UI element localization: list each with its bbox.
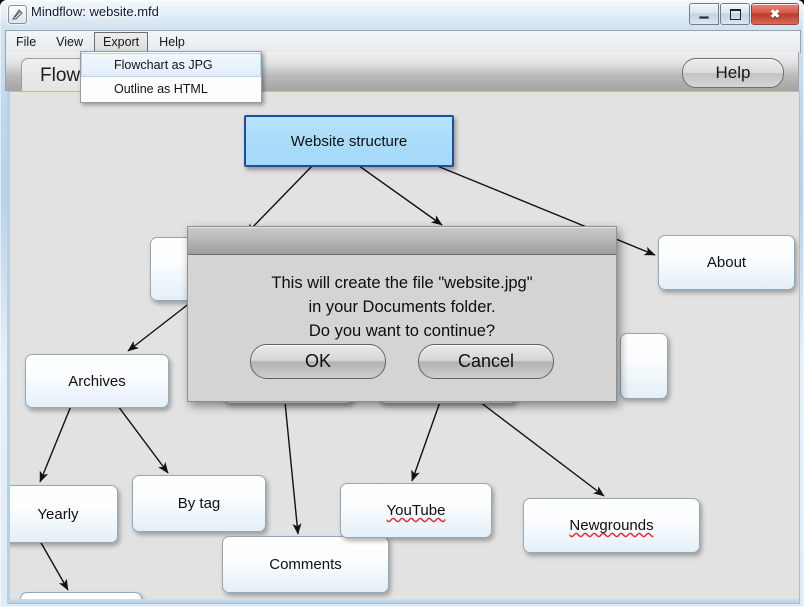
dialog-button-row: OK Cancel — [188, 344, 616, 379]
menu-item-view[interactable]: View — [56, 34, 84, 49]
flowchart-node-bytag[interactable]: By tag — [132, 475, 266, 532]
node-label: Website structure — [290, 132, 408, 150]
menu-option-flowchart-as-jpg[interactable]: Flowchart as JPG — [81, 53, 261, 77]
dialog-message-line-3: Do you want to continue? — [308, 322, 496, 340]
menu-item-export[interactable]: Export — [94, 31, 149, 53]
dialog-message-line-1: This will create the file "website.jpg" — [271, 274, 533, 292]
edge-videos-to-youtube — [411, 401, 441, 482]
edge-videos-to-newgrounds — [479, 401, 605, 497]
node-label: Archives — [68, 372, 126, 390]
maximize-button[interactable] — [720, 3, 750, 25]
menu-item-help[interactable]: Help — [159, 34, 185, 49]
edge-yearly-to-monthly — [39, 540, 69, 591]
flowchart-node-archives[interactable]: Archives — [25, 354, 169, 408]
node-label: Newgrounds — [569, 517, 654, 534]
flowchart-node-monthly[interactable] — [20, 592, 142, 603]
flowchart-node-youtube[interactable]: YouTube — [340, 483, 492, 538]
flowchart-node-yearly[interactable]: Yearly — [10, 485, 118, 543]
cancel-button[interactable]: Cancel — [418, 344, 554, 379]
flowchart-node-about[interactable]: About — [658, 235, 795, 290]
menu-item-file[interactable]: File — [16, 34, 37, 49]
dialog-message: This will create the file "website.jpg" … — [188, 255, 616, 343]
flowchart-node-newgrounds[interactable]: Newgrounds — [523, 498, 700, 553]
close-icon: ✖ — [769, 7, 781, 21]
export-dropdown-menu: Flowchart as JPG Outline as HTML — [80, 51, 262, 103]
menu-option-outline-as-html[interactable]: Outline as HTML — [114, 82, 208, 96]
window-controls: ✖ — [688, 3, 799, 25]
minimize-button[interactable] — [689, 3, 719, 25]
help-button[interactable]: Help — [682, 58, 784, 88]
edge-archives-to-bytag — [117, 405, 169, 474]
flowchart-node-comments[interactable]: Comments — [222, 536, 389, 593]
edge-posts-to-comments — [284, 401, 302, 535]
node-label: YouTube — [386, 502, 446, 519]
node-label: By tag — [177, 495, 221, 512]
export-confirm-dialog: This will create the file "website.jpg" … — [187, 226, 617, 402]
window-title: Mindflow: website.mfd — [31, 4, 159, 19]
flowchart-node-root[interactable]: Website structure — [244, 115, 454, 167]
flowchart-node-links[interactable] — [620, 333, 668, 399]
node-label: About — [706, 254, 747, 271]
edge-archives-to-yearly — [39, 405, 72, 483]
node-label: Comments — [269, 556, 342, 573]
edge-root-to-blog — [245, 162, 316, 235]
edge-blog-to-archives — [127, 298, 196, 352]
dialog-message-line-2: in your Documents folder. — [308, 298, 496, 316]
app-mindflow-icon — [8, 5, 27, 24]
node-label: Yearly — [37, 505, 79, 523]
dialog-title-bar[interactable] — [188, 227, 616, 255]
ok-button[interactable]: OK — [250, 344, 386, 379]
title-bar[interactable]: Mindflow: website.mfd ✖ — [0, 0, 804, 28]
edge-root-to-gallery — [354, 162, 443, 226]
menu-bar: File View Export Help — [5, 30, 801, 53]
close-button[interactable]: ✖ — [751, 3, 799, 25]
